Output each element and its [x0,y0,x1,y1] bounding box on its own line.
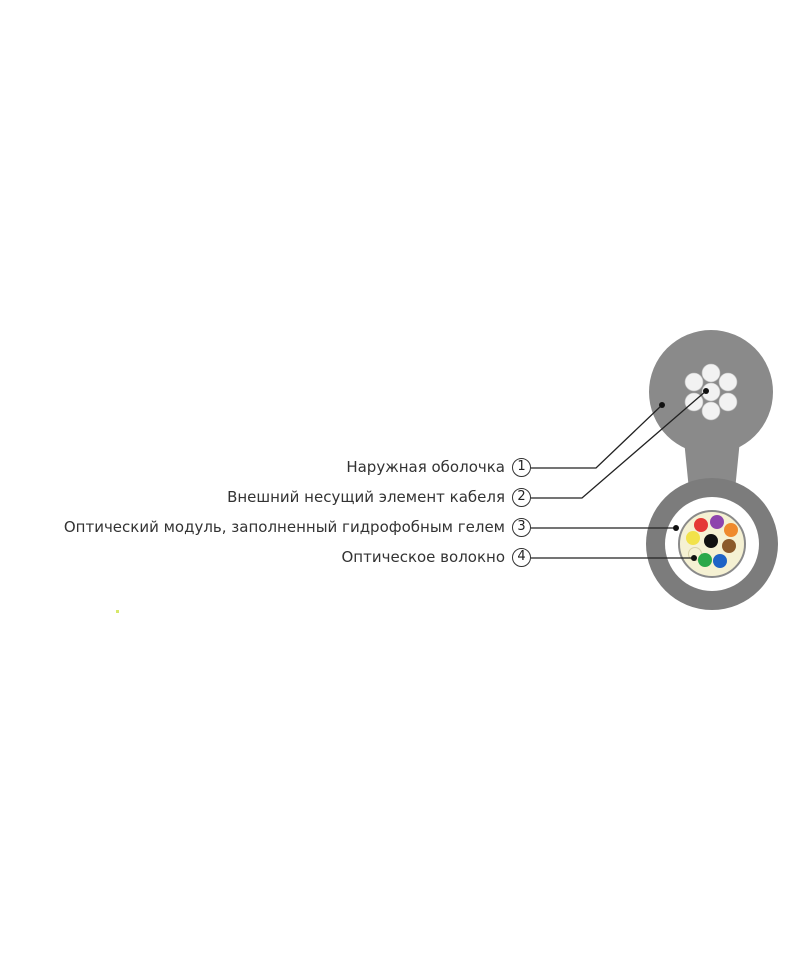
callout-number-2: 2 [512,488,531,507]
label-optical-fiber: Оптическое волокно [341,548,506,566]
optical-fibers [686,515,738,568]
callout-number-4: 4 [512,548,531,567]
label-strength-element: Внешний несущий элемент кабеля [227,488,505,506]
fiber-yellow [686,531,700,545]
callout-number-1: 1 [512,458,531,477]
callout-number-3: 3 [512,518,531,537]
leader-line-2 [531,390,707,499]
fiber-green [698,553,712,567]
label-optical-module: Оптический модуль, заполненный гидрофобн… [63,518,505,536]
stray-dot [116,610,119,613]
fiber-red [694,518,708,532]
leader-line-1 [531,404,663,469]
fiber-brown [722,539,736,553]
fiber-black [704,534,718,548]
fiber-orange [724,523,738,537]
fiber-blue [713,554,727,568]
label-outer-sheath: Наружная оболочка [346,458,505,476]
fiber-violet [710,515,724,529]
leader-lines [531,390,707,559]
